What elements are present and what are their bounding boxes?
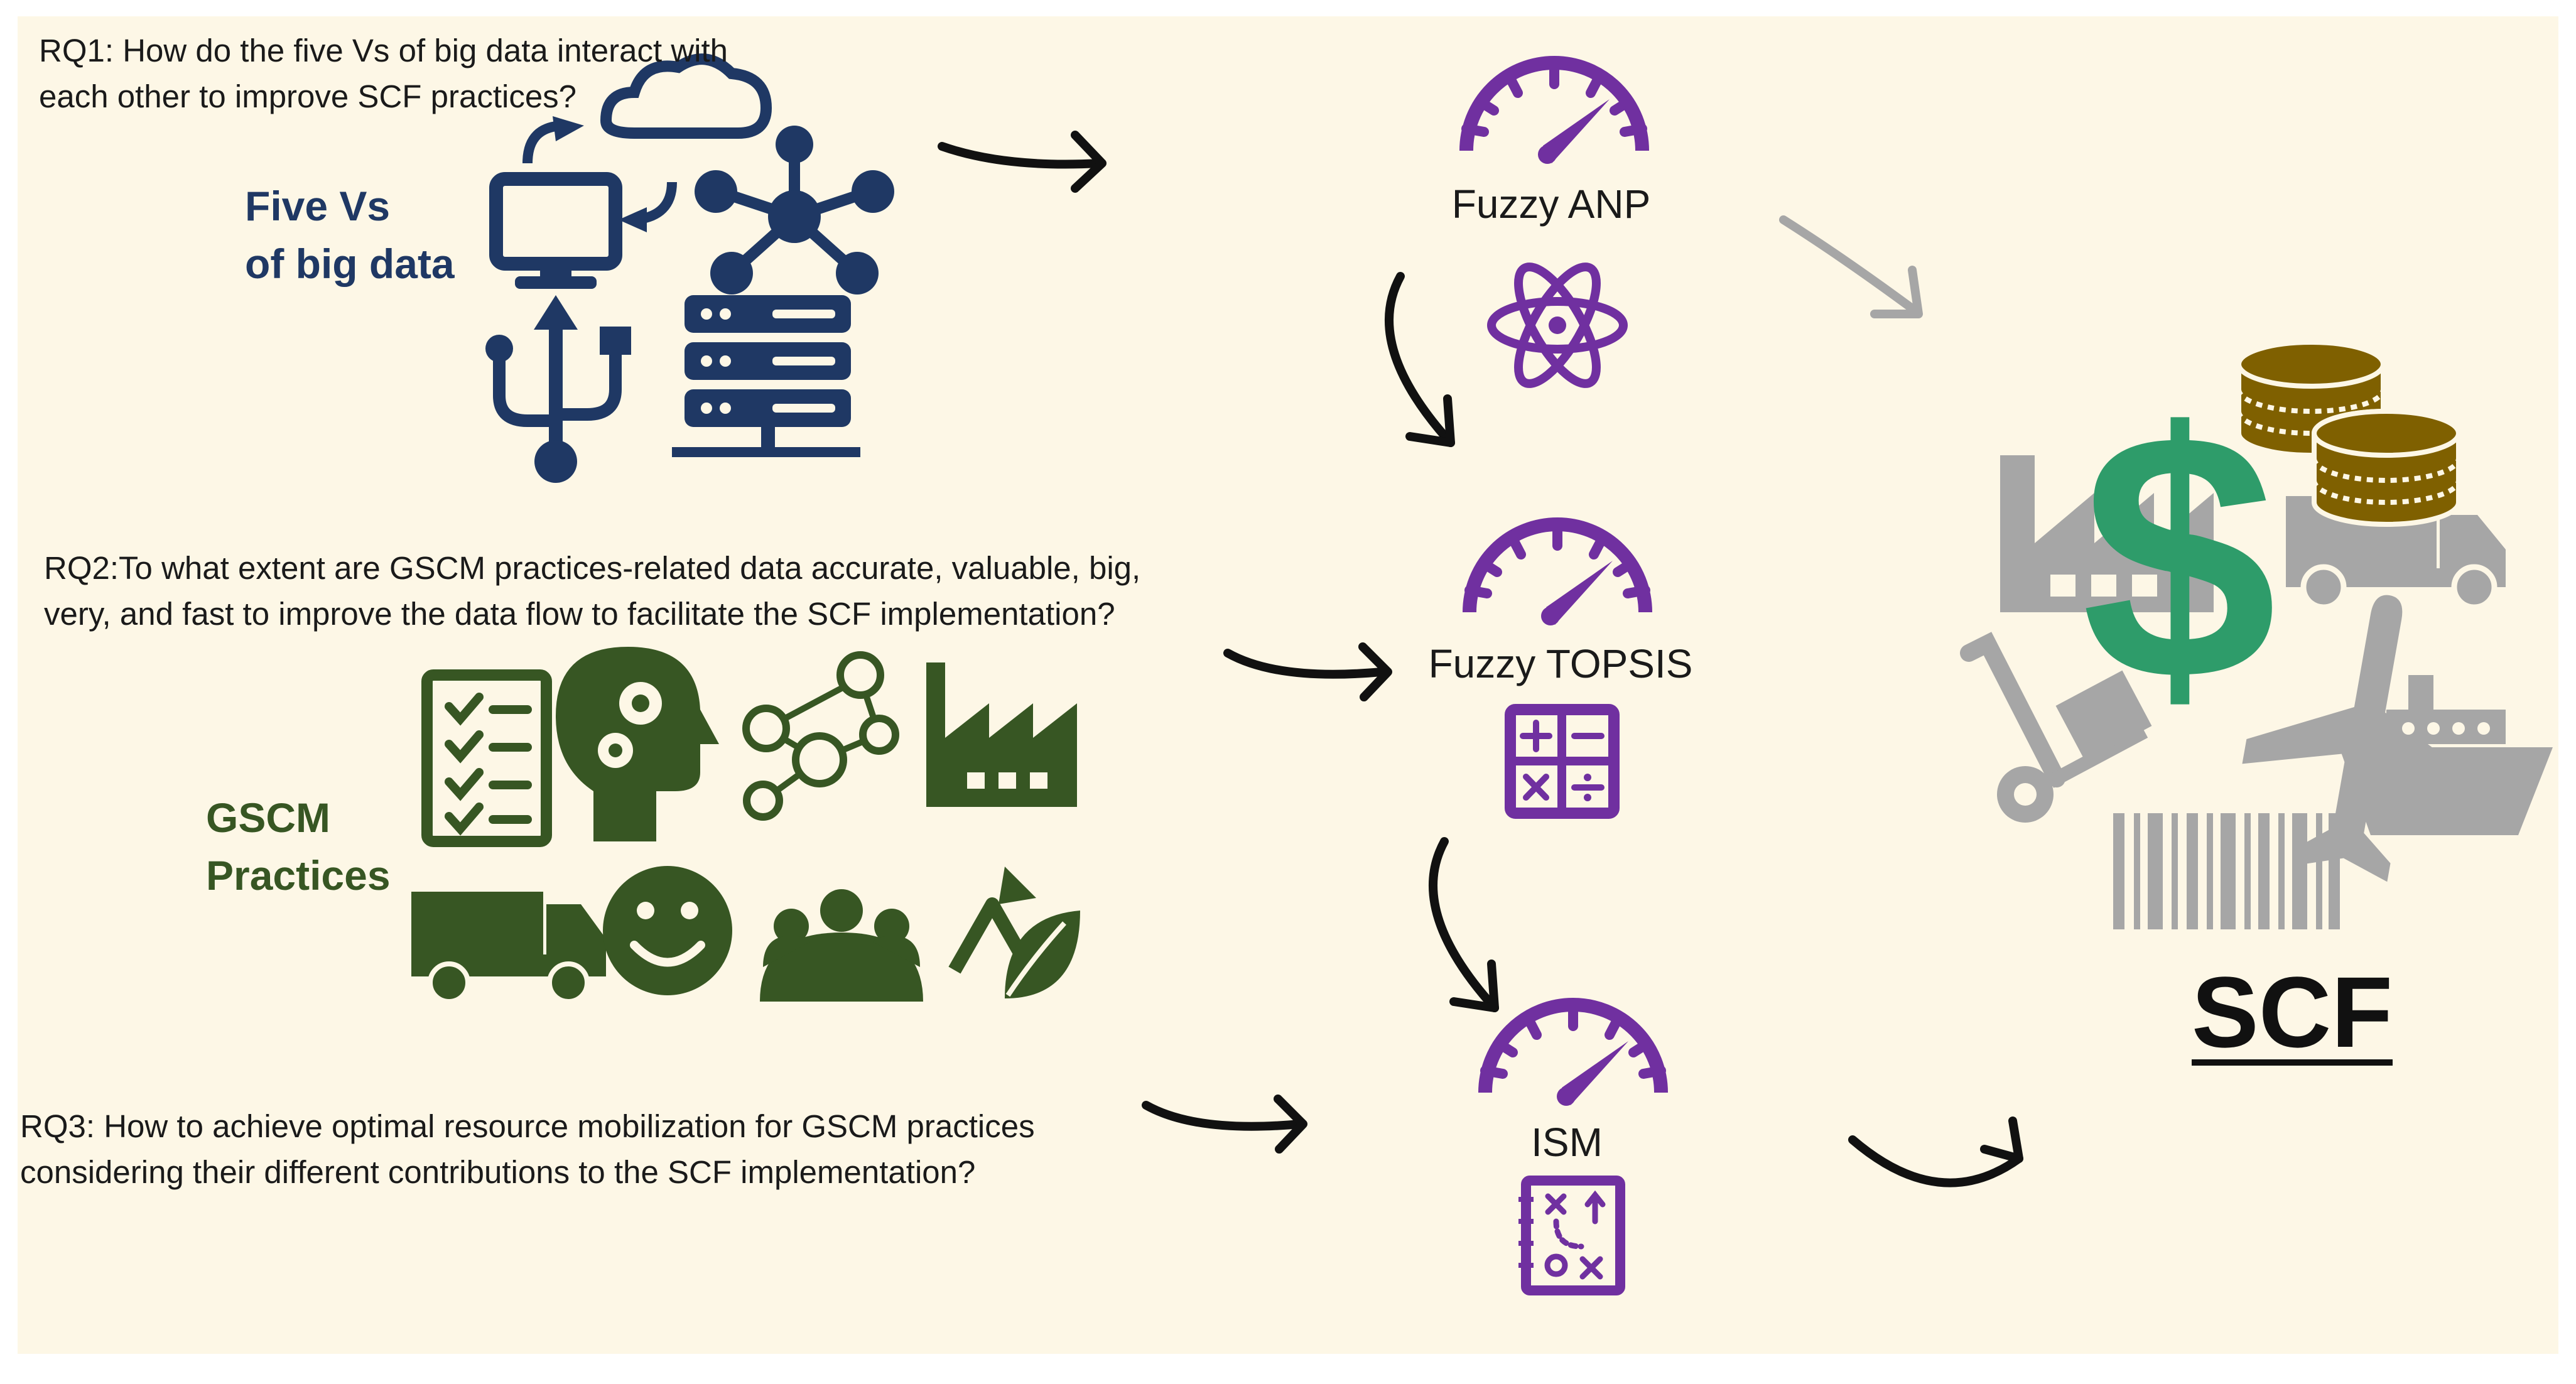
flow-arrows [938, 131, 2023, 1187]
checklist-icon [421, 669, 552, 847]
barcode-icon [2113, 813, 2340, 929]
network-hub-icon [695, 126, 894, 295]
airplane-icon [2242, 595, 2476, 882]
gauge-icon-ism [1485, 1005, 1661, 1106]
usb-icon [485, 295, 631, 483]
gscm-icons [411, 647, 1080, 1004]
fuzzy-anp-label: Fuzzy ANP [1451, 181, 1651, 227]
coins-icon [2236, 340, 2461, 527]
people-network-icon [742, 651, 899, 821]
arrow-topsis-to-ism [1429, 837, 1499, 1012]
strategy-plan-icon [1518, 1176, 1625, 1295]
arrow-rq2-to-topsis [1223, 642, 1392, 701]
ship-icon [2339, 675, 2553, 835]
ism-label: ISM [1531, 1120, 1603, 1165]
head-gears-icon [556, 647, 719, 841]
team-icon [760, 889, 923, 1002]
rq2-text: RQ2:To what extent are GSCM practices-re… [44, 550, 1141, 632]
dump-truck-icon [411, 892, 606, 1004]
scf-label: SCF [2192, 956, 2393, 1068]
fuzzy-topsis-label: Fuzzy TOPSIS [1428, 641, 1693, 686]
arrow-ism-to-scf [1848, 1116, 2023, 1187]
atom-icon [1487, 262, 1628, 388]
smiley-icon [603, 866, 732, 995]
gscm-label: GSCM Practices [206, 794, 391, 899]
recycle-leaf-icon [948, 867, 1080, 998]
arrow-anp-to-scf [1779, 215, 1923, 318]
arrow-anp-to-topsis [1385, 272, 1455, 447]
big-data-label: Five Vs of big data [245, 183, 455, 287]
rq1-text: RQ1: How do the five Vs of big data inte… [39, 33, 728, 114]
server-rack-icon [672, 295, 860, 457]
cloud-sync-computer-icon [489, 53, 772, 289]
gauge-icon-anp [1466, 63, 1642, 164]
arrow-rq3-to-ism [1142, 1095, 1307, 1154]
diagram-background [18, 16, 2558, 1354]
scf-icons: $ [1960, 340, 2553, 929]
rq3-text: RQ3: How to achieve optimal resource mob… [20, 1108, 1035, 1190]
hand-truck-icon [1960, 632, 2152, 823]
calculator-icon [1505, 704, 1620, 819]
factory-icon [926, 662, 1077, 807]
gauge-icon-topsis [1469, 524, 1645, 625]
arrow-rq1-to-anp [938, 131, 1107, 193]
big-data-icons [485, 53, 894, 483]
factory-icon [2000, 455, 2214, 612]
